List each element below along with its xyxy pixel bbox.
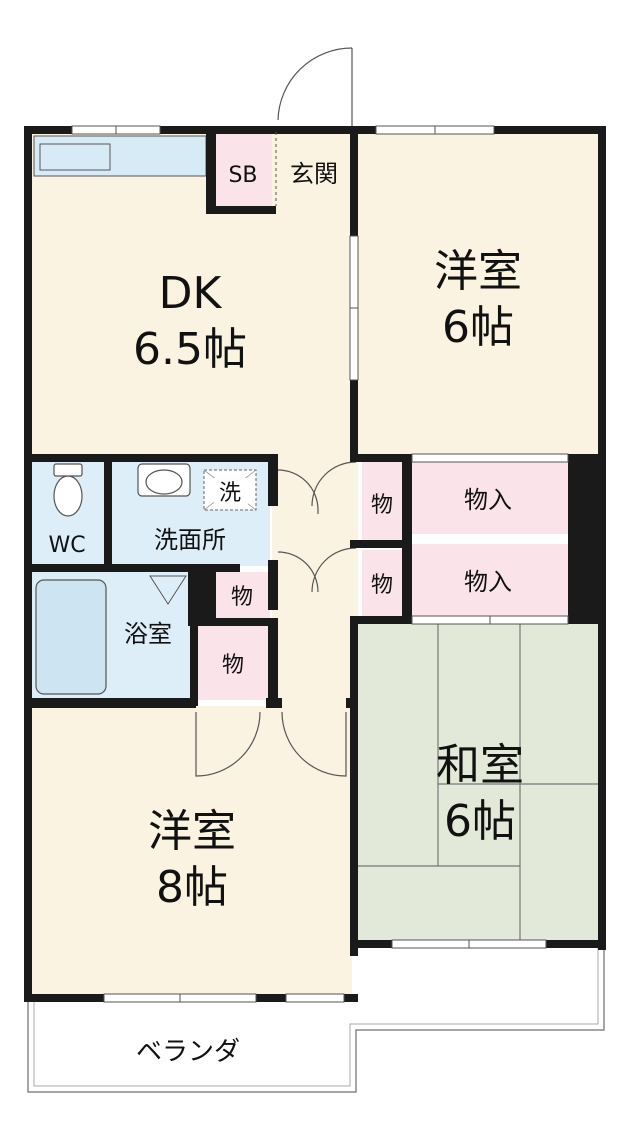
bathtub-icon [35, 579, 107, 695]
mono4-floor [196, 626, 270, 700]
dk-size: 6.5帖 [133, 324, 247, 375]
washitsu-name: 和室 [436, 740, 524, 791]
yoshitsu-ne-name: 洋室 [434, 246, 522, 297]
monoire1-label: 物入 [464, 486, 512, 514]
mono3-label: 物 [231, 585, 253, 610]
veranda-label: ベランダ [136, 1037, 240, 1067]
mono3-floor [214, 572, 270, 618]
toilet-icon [53, 463, 83, 517]
windows [71, 125, 569, 1003]
monoire2-floor [408, 544, 568, 618]
sb-floor [214, 132, 272, 208]
hall-floor [272, 454, 358, 706]
mono4-label: 物 [222, 653, 244, 678]
monoire2-label: 物入 [464, 568, 512, 596]
dk-name: DK [159, 268, 223, 319]
yoshitsu-ne-floor [358, 132, 600, 454]
washitsu-floor [358, 622, 600, 944]
yoshitsu-ne-size: 6帖 [442, 302, 514, 353]
wc-label: WC [48, 533, 85, 558]
sb-label: SB [228, 163, 257, 188]
yoshitsu-sw-name: 洋室 [148, 806, 236, 857]
mono1-label: 物 [371, 493, 393, 518]
monoire1-floor [408, 460, 568, 534]
tatami-lines [358, 622, 600, 944]
door-swings [195, 47, 357, 777]
washitsu-size: 6帖 [444, 796, 516, 847]
senmenjo-label: 洗面所 [154, 526, 226, 554]
sink-icon [137, 463, 191, 497]
mono2-label: 物 [371, 573, 393, 598]
walls [24, 126, 606, 1002]
veranda-outline [27, 946, 605, 1093]
yokushitsu-label: 浴室 [124, 620, 172, 648]
mono2-floor [362, 550, 402, 618]
genkan-label: 玄関 [290, 160, 338, 188]
mono1-floor [362, 460, 402, 544]
sentakuki-label: 洗 [219, 481, 241, 506]
dk-floor [30, 132, 352, 454]
yoshitsu-sw-size: 8帖 [156, 862, 228, 913]
